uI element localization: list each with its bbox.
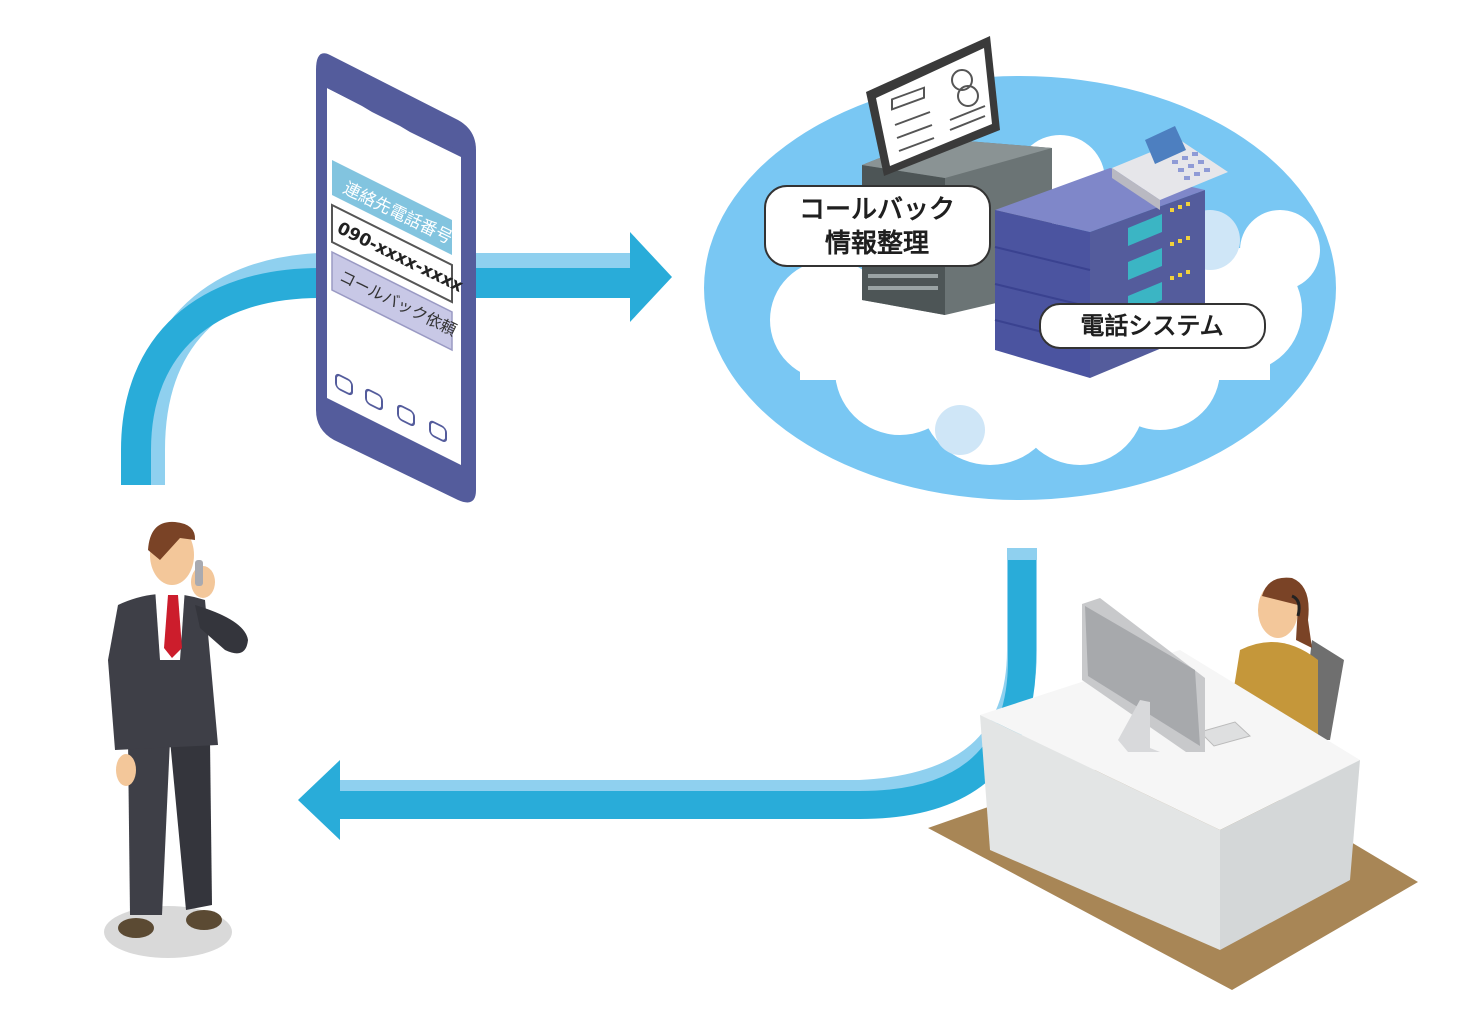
request-arrowhead [630, 232, 672, 322]
nav-button-2[interactable] [365, 388, 383, 411]
phone-field-label-bg [332, 160, 452, 255]
man-phone [195, 560, 203, 586]
man-hair [148, 521, 196, 560]
businessman-caller [104, 521, 248, 958]
callback-arrow [298, 548, 1037, 840]
keyboard [1199, 721, 1251, 747]
nav-button-4[interactable] [429, 420, 447, 442]
headset-icon [1291, 594, 1301, 617]
operator-monitor [1085, 606, 1200, 746]
monitor-icon [866, 36, 1000, 176]
phone-number-input[interactable] [331, 203, 453, 304]
callback-request-button[interactable] [331, 250, 453, 352]
nav-button-1[interactable] [335, 373, 353, 396]
operator-hair [1262, 577, 1312, 648]
nav-button-3[interactable] [397, 404, 415, 427]
phone-system-text: 電話システム [1080, 312, 1223, 340]
info-organize-line1: コールバック [799, 195, 955, 225]
cloud-system: コールバック 情報整理 電話システム [704, 36, 1336, 500]
smartphone: 連絡先電話番号 090-xxxx-xxxx コールバック依頼 [316, 53, 476, 503]
request-arrow [121, 232, 672, 485]
callback-arrowhead [298, 760, 340, 840]
operator-desk-scene [928, 577, 1418, 990]
desk-phone-icon [1112, 126, 1228, 210]
phone-system-label: 電話システム [1039, 303, 1266, 349]
info-organize-label: コールバック 情報整理 [764, 185, 991, 267]
man-tie [164, 595, 182, 658]
info-organize-line2: 情報整理 [825, 228, 929, 259]
